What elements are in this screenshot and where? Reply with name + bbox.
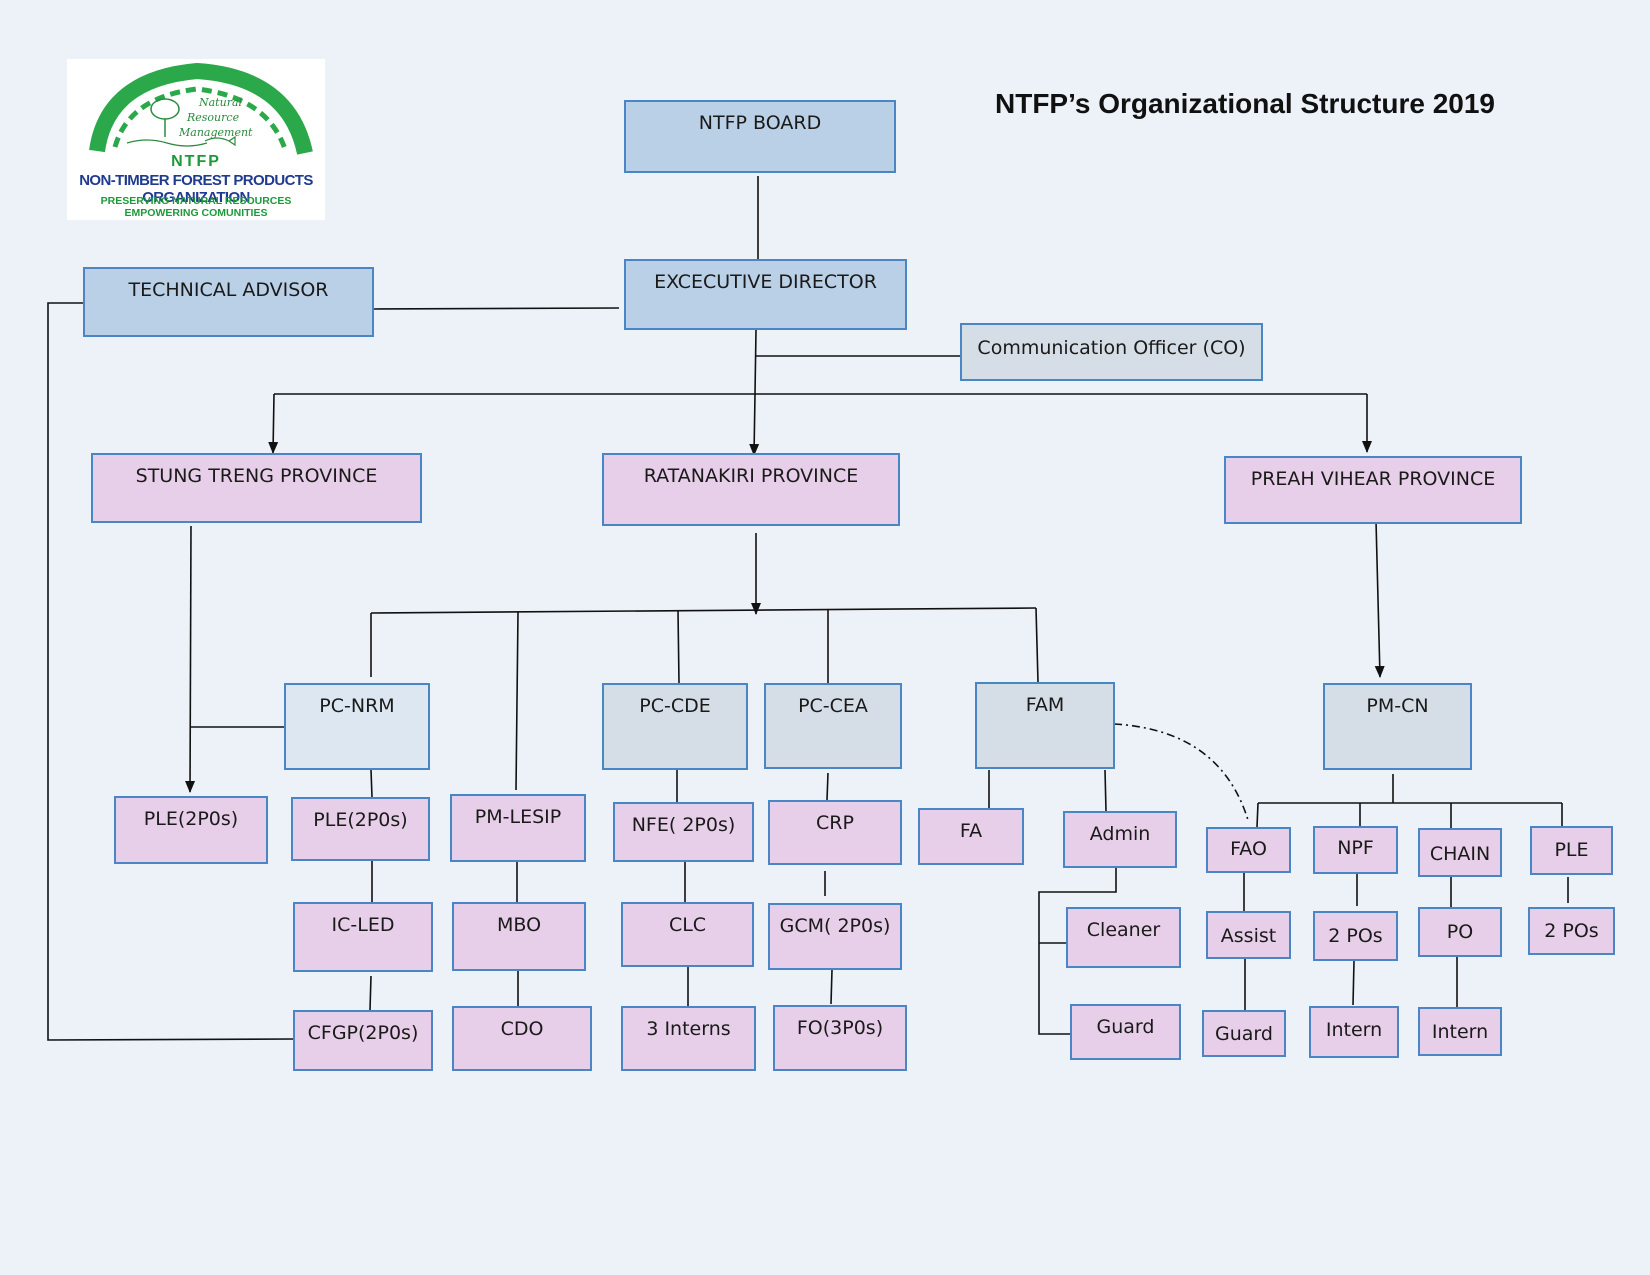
- node-ratanakiri-province: RATANAKIRI PROVINCE: [602, 453, 900, 526]
- node-pc-cea: PC-CEA: [764, 683, 902, 769]
- node-fa: FA: [918, 808, 1024, 865]
- node-cfgp: CFGP(2P0s): [293, 1010, 433, 1071]
- node-ple-cn-pos: 2 POs: [1528, 907, 1615, 955]
- edge-fam-fao-dashed: [1113, 723, 1249, 821]
- node-director: EXCECUTIVE DIRECTOR: [624, 259, 907, 330]
- node-npf-pos: 2 POs: [1313, 911, 1398, 961]
- node-ic-led: IC-LED: [293, 902, 433, 972]
- node-cdo: CDO: [452, 1006, 592, 1071]
- edge-preah-pmcn: [1374, 520, 1385, 678]
- edge-gcm-fo: [830, 969, 833, 1005]
- logo-sub-management: Management: [179, 126, 253, 139]
- node-guard-admin: Guard: [1070, 1004, 1181, 1060]
- node-pc-cde: PC-CDE: [602, 683, 748, 770]
- edge-stung-ple: [185, 525, 196, 793]
- node-fo: FO(3P0s): [773, 1005, 907, 1071]
- logo-abbr: NTFP: [171, 153, 221, 170]
- ntfp-logo: Natural Resource Management NTFP NON-TIM…: [67, 59, 325, 220]
- node-pm-lesip: PM-LESIP: [450, 794, 586, 862]
- node-mbo: MBO: [452, 902, 586, 971]
- node-nfe: NFE( 2P0s): [613, 802, 754, 862]
- node-pm-cn: PM-CN: [1323, 683, 1472, 770]
- node-technical-advisor: TECHNICAL ADVISOR: [83, 267, 374, 337]
- edge-bar-fao: [1256, 802, 1259, 828]
- edge-bar-pmlesip: [515, 611, 519, 791]
- edge-pcnrm-ple: [370, 769, 373, 798]
- node-crp: CRP: [768, 800, 902, 865]
- edge-icled-cfgp: [369, 975, 372, 1011]
- node-preah-vihear-province: PREAH VIHEAR PROVINCE: [1224, 456, 1522, 524]
- node-communication-officer: Communication Officer (CO): [960, 323, 1263, 381]
- node-stung-treng-province: STUNG TRENG PROVINCE: [91, 453, 422, 523]
- node-board: NTFP BOARD: [624, 100, 896, 173]
- edge-to-stung: [268, 393, 279, 454]
- node-chain-po: PO: [1418, 907, 1502, 957]
- node-assist: Assist: [1206, 911, 1291, 959]
- edge-ratanakiri-bar: [370, 607, 1037, 614]
- node-npf-intern: Intern: [1309, 1006, 1399, 1058]
- node-guard-fao: Guard: [1202, 1010, 1286, 1057]
- edge-director-advisor: [373, 307, 620, 310]
- logo-tagline-2: EMPOWERING COMUNITIES: [124, 207, 268, 219]
- edge-pos-intern: [1352, 960, 1355, 1006]
- chart-title: NTFP’s Organizational Structure 2019: [995, 88, 1495, 119]
- edge-director-trunk: [754, 329, 757, 395]
- node-fam: FAM: [975, 682, 1115, 769]
- node-npf: NPF: [1313, 826, 1398, 874]
- node-chain-intern: Intern: [1418, 1007, 1502, 1056]
- edge-admin-staff: [1038, 868, 1117, 1035]
- edge-fam-admin: [1104, 769, 1107, 812]
- logo-tagline-1: PRESERVING NATURAL RESOURCES: [100, 195, 292, 207]
- node-clc: CLC: [621, 902, 754, 967]
- logo-emblem-icon: [89, 62, 313, 155]
- edge-bar-pccde: [677, 610, 680, 684]
- logo-sub-natural: Natural: [199, 96, 243, 109]
- node-fao: FAO: [1206, 827, 1291, 873]
- edge-advisor-cfgp: [47, 302, 294, 1041]
- node-3-interns: 3 Interns: [621, 1006, 756, 1071]
- logo-org-name: NON-TIMBER FOREST PRODUCTS ORGANIZATION: [79, 172, 313, 206]
- node-ple-cn: PLE: [1530, 826, 1613, 875]
- node-cleaner: Cleaner: [1066, 907, 1181, 968]
- logo-sub-resource: Resource: [187, 111, 240, 124]
- edge-bar-fam: [1035, 607, 1039, 683]
- node-ple-nrm: PLE(2P0s): [291, 797, 430, 861]
- node-ple-stung-treng: PLE(2P0s): [114, 796, 268, 864]
- edge-pccea-crp: [826, 772, 829, 801]
- node-gcm: GCM( 2P0s): [768, 903, 902, 970]
- edge-to-ratanakiri: [749, 393, 760, 456]
- node-admin: Admin: [1063, 811, 1177, 868]
- node-pc-nrm: PC-NRM: [284, 683, 430, 770]
- node-chain: CHAIN: [1418, 828, 1502, 877]
